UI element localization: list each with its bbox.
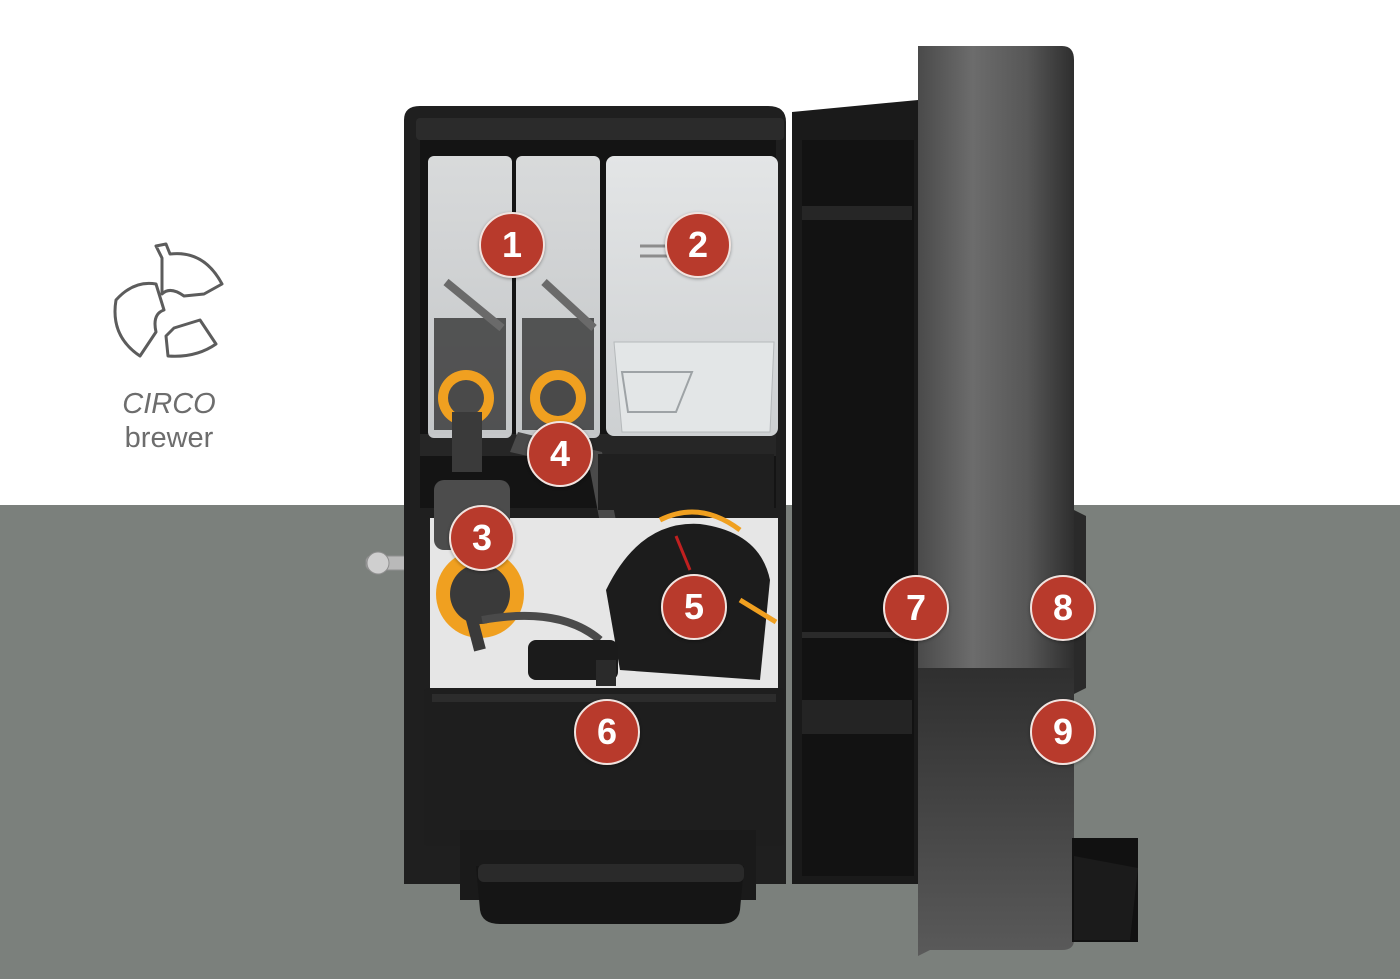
machine-door xyxy=(792,100,918,884)
logo-text-circo: CIRCO xyxy=(122,388,216,420)
callout-marker-4: 4 xyxy=(527,421,593,487)
side-key xyxy=(365,551,411,575)
callout-marker-9: 9 xyxy=(1030,699,1096,765)
circo-logo-icon xyxy=(113,242,224,358)
waste-drawer xyxy=(424,688,784,846)
cup-tray xyxy=(460,830,756,924)
circo-brewer-logo: CIRCO brewer xyxy=(104,240,244,470)
coffee-hopper xyxy=(606,156,778,436)
logo-text-brewer: brewer xyxy=(124,422,214,454)
ingredient-chutes xyxy=(452,412,774,544)
callout-marker-5: 5 xyxy=(661,574,727,640)
callout-marker-2: 2 xyxy=(665,212,731,278)
callout-marker-1: 1 xyxy=(479,212,545,278)
callout-marker-3: 3 xyxy=(449,505,515,571)
callout-marker-6: 6 xyxy=(574,699,640,765)
callout-marker-7: 7 xyxy=(883,575,949,641)
front-panel xyxy=(918,46,1138,956)
callout-marker-8: 8 xyxy=(1030,575,1096,641)
dosing-wheel-middle xyxy=(530,370,586,426)
